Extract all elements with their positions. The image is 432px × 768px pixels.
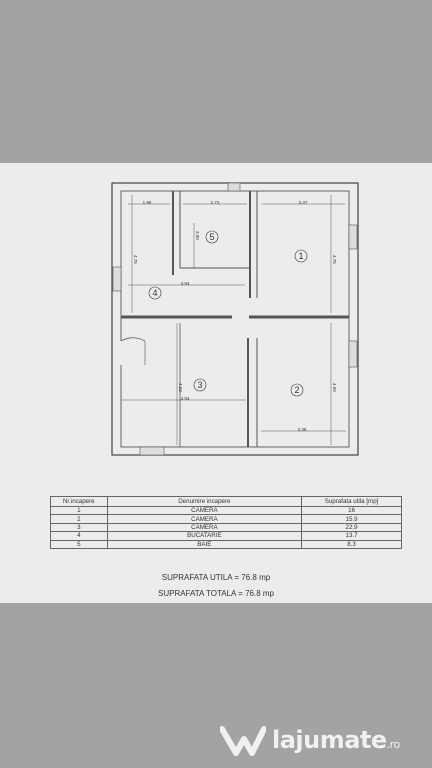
room-number: 3 — [197, 380, 202, 390]
table-row: 4 BUCATARIE 13.7 — [50, 531, 402, 541]
table-row: 5 BAIE 8.3 — [50, 539, 402, 549]
entry-door — [120, 337, 146, 342]
watermark-tld: .ro — [386, 738, 401, 751]
window-east-2 — [348, 340, 358, 368]
room-number: 1 — [298, 251, 303, 261]
window-east-1 — [348, 224, 358, 250]
dim-label: 4.94 — [181, 281, 190, 286]
table-cell: 3 — [50, 522, 108, 533]
dim-label: 3.38 — [298, 427, 307, 432]
table-cell: 4 — [50, 531, 108, 541]
window-south — [139, 446, 165, 456]
table-cell: 2 — [50, 514, 108, 524]
table-cell: CAMERA — [106, 505, 303, 516]
dim-label: 3.37 — [299, 200, 308, 205]
dim-label: 4.69 — [332, 383, 337, 392]
table-cell: 22.9 — [301, 522, 402, 533]
table-header-row: Nr.incapere Denumire incapere Suprafata … — [50, 496, 402, 507]
window-north — [227, 182, 241, 192]
room-number: 5 — [209, 232, 214, 242]
table-row: 1 CAMERA 16 — [50, 505, 402, 516]
column-header: Nr.incapere — [50, 496, 108, 507]
table-row: 2 CAMERA 15.9 — [50, 514, 402, 524]
floor-plan-drawing: 1.98 2.73 3.37 4.75 4.94 4.75 3.00 4.63 … — [111, 182, 359, 456]
table-cell: 1 — [50, 505, 108, 516]
table-cell: CAMERA — [106, 522, 303, 533]
table-row: 3 CAMERA 22.9 — [50, 522, 402, 533]
table-cell: CAMERA — [106, 514, 303, 524]
dim-label: 4.75 — [133, 255, 138, 264]
table-cell: 13.7 — [301, 531, 402, 541]
dim-label: 4.63 — [178, 383, 183, 392]
dim-label: 4.75 — [332, 255, 337, 264]
rooms-table: Nr.incapere Denumire incapere Suprafata … — [50, 496, 402, 549]
dim-label: 1.98 — [143, 200, 152, 205]
lajumate-logo-icon — [220, 726, 266, 756]
table-cell: BUCATARIE — [106, 531, 303, 541]
dim-label: 3.00 — [195, 231, 200, 240]
column-header: Denumire incapere — [106, 496, 303, 507]
watermark-brand: lajumate.ro — [272, 726, 400, 754]
table-cell: 16 — [301, 505, 402, 516]
usable-area-total: SUPRAFATA UTILA = 76.8 mp — [161, 573, 271, 582]
window-west — [112, 266, 122, 292]
room-number: 4 — [152, 288, 157, 298]
site-watermark: lajumate.ro — [220, 720, 430, 760]
table-cell: 15.9 — [301, 514, 402, 524]
room-number: 2 — [294, 385, 299, 395]
dim-label: 2.73 — [211, 200, 220, 205]
outer-wall — [111, 182, 359, 456]
column-header: Suprafata utila [mp] — [301, 496, 402, 507]
total-area: SUPRAFATA TOTALA = 76.8 mp — [158, 589, 274, 598]
table-cell: 8.3 — [301, 539, 402, 549]
dim-label: 4.94 — [181, 396, 190, 401]
inner-wall — [120, 190, 350, 448]
table-cell: 5 — [50, 539, 108, 549]
table-cell: BAIE — [106, 539, 303, 549]
